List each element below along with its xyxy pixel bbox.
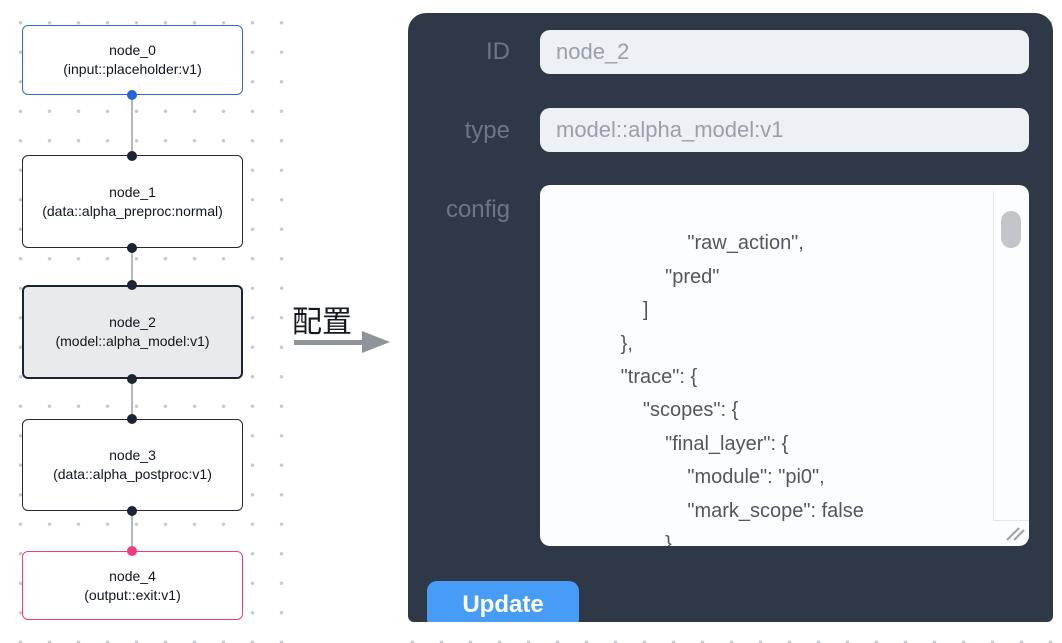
type-input[interactable] bbox=[540, 108, 1029, 152]
flow-node-4[interactable]: node_4 (output::exit:v1) bbox=[22, 551, 243, 620]
scrollbar-track bbox=[993, 191, 994, 520]
configure-label: 配置 bbox=[292, 306, 352, 339]
edge-connector bbox=[131, 248, 133, 286]
node-title: node_3 bbox=[109, 447, 156, 463]
node-type-label: (data::alpha_preproc:normal) bbox=[42, 202, 223, 219]
flow-node-1[interactable]: node_1 (data::alpha_preproc:normal) bbox=[22, 155, 243, 248]
port-dot-input-node1[interactable] bbox=[127, 151, 137, 161]
port-dot-output-node0[interactable] bbox=[127, 90, 137, 100]
scrollbar-corner bbox=[993, 520, 1029, 521]
node-type-label: (input::placeholder:v1) bbox=[63, 61, 202, 77]
port-dot-input-node2[interactable] bbox=[127, 280, 137, 290]
config-field-label: config bbox=[445, 196, 510, 223]
resize-grip-icon[interactable] bbox=[1004, 524, 1026, 541]
scrollbar-thumb[interactable] bbox=[1001, 211, 1021, 248]
node-title: node_2 bbox=[109, 314, 156, 330]
config-json-textarea[interactable]: "raw_action", "pred" ] }, "trace": { "sc… bbox=[540, 185, 1029, 546]
arrow-right-icon bbox=[294, 340, 364, 345]
edge-connector bbox=[131, 511, 133, 551]
flow-node-2-selected[interactable]: node_2 (model::alpha_model:v1) bbox=[22, 285, 243, 379]
type-field-label: type bbox=[464, 117, 510, 144]
node-title: node_0 bbox=[109, 42, 156, 58]
port-dot-input-node3[interactable] bbox=[127, 414, 137, 424]
node-config-panel: ID type config "raw_action", "pred" ] },… bbox=[408, 13, 1053, 622]
arrow-right-icon bbox=[362, 331, 390, 353]
edge-connector bbox=[131, 95, 133, 157]
update-button[interactable]: Update bbox=[427, 581, 579, 622]
port-dot-output-node2[interactable] bbox=[127, 374, 137, 384]
node-type-label: (output::exit:v1) bbox=[84, 586, 181, 603]
node-title: node_1 bbox=[109, 183, 156, 200]
node-type-label: (data::alpha_postproc:v1) bbox=[53, 466, 212, 482]
config-json-text: "raw_action", "pred" ] }, "trace": { "sc… bbox=[620, 232, 864, 546]
port-dot-output-node1[interactable] bbox=[127, 243, 137, 253]
port-dot-input-node4[interactable] bbox=[127, 546, 137, 556]
flow-node-3[interactable]: node_3 (data::alpha_postproc:v1) bbox=[22, 419, 243, 511]
id-field-label: ID bbox=[486, 38, 510, 65]
node-title: node_4 bbox=[109, 567, 156, 584]
edge-connector bbox=[131, 379, 133, 419]
node-type-label: (model::alpha_model:v1) bbox=[55, 333, 210, 349]
id-input[interactable] bbox=[540, 30, 1029, 74]
port-dot-output-node3[interactable] bbox=[127, 506, 137, 516]
flow-node-0[interactable]: node_0 (input::placeholder:v1) bbox=[22, 25, 243, 95]
